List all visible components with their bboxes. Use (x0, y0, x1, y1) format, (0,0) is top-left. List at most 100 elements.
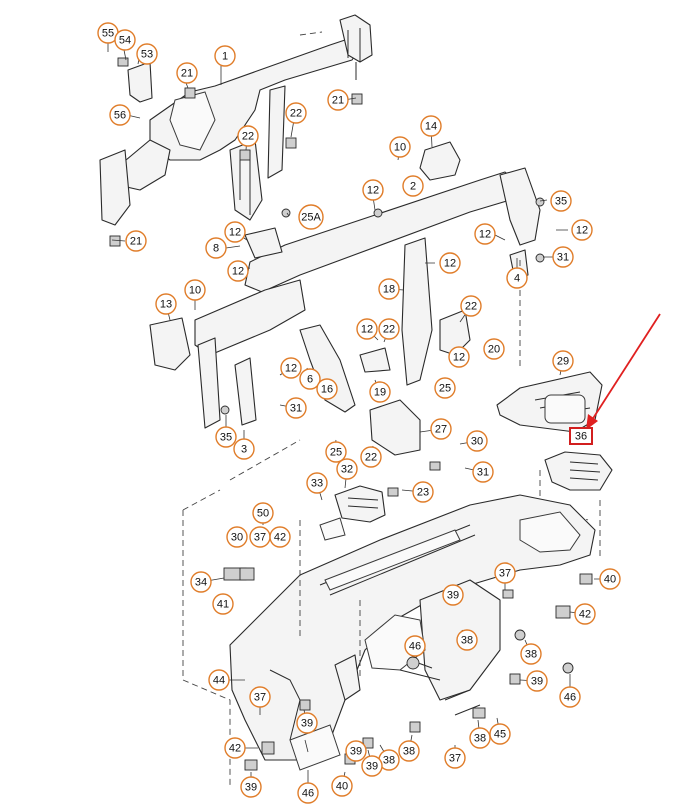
callout-37[interactable]: 37 (444, 747, 466, 769)
callout-30[interactable]: 30 (466, 430, 488, 452)
callout-37[interactable]: 37 (249, 526, 271, 548)
callout-25[interactable]: 25 (325, 441, 347, 463)
callout-1[interactable]: 1 (214, 45, 236, 67)
callout-16[interactable]: 16 (316, 378, 338, 400)
callout-56[interactable]: 56 (109, 104, 131, 126)
callout-38[interactable]: 38 (469, 727, 491, 749)
callout-39[interactable]: 39 (526, 670, 548, 692)
callout-circle (269, 526, 291, 548)
highlighted-callout-36[interactable]: 36 (569, 313, 661, 445)
callout-31[interactable]: 31 (472, 461, 494, 483)
callout-label: 34 (195, 577, 207, 589)
callout-25A[interactable]: 25A (298, 204, 324, 230)
callout-55[interactable]: 55 (97, 22, 119, 44)
callout-10[interactable]: 10 (389, 136, 411, 158)
callout-3[interactable]: 3 (233, 438, 255, 460)
callout-39[interactable]: 39 (296, 712, 318, 734)
callout-37[interactable]: 37 (249, 686, 271, 708)
callout-label: 38 (474, 733, 486, 745)
callout-27[interactable]: 27 (430, 418, 452, 440)
callout-40[interactable]: 40 (599, 568, 621, 590)
callout-35[interactable]: 35 (215, 426, 237, 448)
callout-12[interactable]: 12 (227, 260, 249, 282)
callout-21[interactable]: 21 (327, 89, 349, 111)
callout-38[interactable]: 38 (456, 629, 478, 651)
callout-12[interactable]: 12 (224, 221, 246, 243)
callout-label: 38 (383, 755, 395, 767)
callout-4[interactable]: 4 (506, 267, 528, 289)
callout-circle (325, 441, 347, 463)
callout-53[interactable]: 53 (136, 43, 158, 65)
callout-12[interactable]: 12 (280, 357, 302, 379)
callout-35[interactable]: 35 (550, 190, 572, 212)
callout-42[interactable]: 42 (269, 526, 291, 548)
callout-39[interactable]: 39 (345, 740, 367, 762)
callout-42[interactable]: 42 (574, 603, 596, 625)
callout-39[interactable]: 39 (442, 584, 464, 606)
callout-label: 14 (425, 121, 437, 133)
callout-circle (526, 670, 548, 692)
callout-22[interactable]: 22 (378, 318, 400, 340)
callout-circle (224, 221, 246, 243)
callout-21[interactable]: 21 (176, 62, 198, 84)
callout-46[interactable]: 46 (559, 686, 581, 708)
callout-54[interactable]: 54 (114, 29, 136, 51)
callout-22[interactable]: 22 (360, 446, 382, 468)
callout-circle (227, 260, 249, 282)
callout-39[interactable]: 39 (361, 755, 383, 777)
callout-19[interactable]: 19 (369, 381, 391, 403)
callout-32[interactable]: 32 (336, 458, 358, 480)
callout-46[interactable]: 46 (404, 635, 426, 657)
callout-22[interactable]: 22 (237, 125, 259, 147)
callout-23[interactable]: 23 (412, 481, 434, 503)
callout-12[interactable]: 12 (362, 179, 384, 201)
callout-22[interactable]: 22 (285, 102, 307, 124)
callout-8[interactable]: 8 (205, 237, 227, 259)
callout-label: 21 (130, 236, 142, 248)
callout-42[interactable]: 42 (224, 737, 246, 759)
callout-34[interactable]: 34 (190, 571, 212, 593)
callout-12[interactable]: 12 (356, 318, 378, 340)
callout-45[interactable]: 45 (489, 723, 511, 745)
callout-30[interactable]: 30 (226, 526, 248, 548)
callout-31[interactable]: 31 (285, 397, 307, 419)
air-vent-36 (539, 451, 613, 521)
callout-circle (205, 237, 227, 259)
callout-label: 39 (447, 590, 459, 602)
callout-12[interactable]: 12 (439, 252, 461, 274)
callout-14[interactable]: 14 (420, 115, 442, 137)
callout-29[interactable]: 29 (552, 350, 574, 372)
callout-44[interactable]: 44 (208, 669, 230, 691)
callout-41[interactable]: 41 (212, 593, 234, 615)
callout-50[interactable]: 50 (252, 502, 274, 524)
highlighted-callout-label: 36 (575, 431, 587, 443)
callout-12[interactable]: 12 (448, 346, 470, 368)
callout-31[interactable]: 31 (552, 246, 574, 268)
callout-37[interactable]: 37 (494, 562, 516, 584)
callout-46[interactable]: 46 (297, 782, 319, 804)
callout-circle (214, 45, 236, 67)
callout-20[interactable]: 20 (483, 338, 505, 360)
callout-25[interactable]: 25 (434, 377, 456, 399)
callout-circle (155, 293, 177, 315)
callout-6[interactable]: 6 (299, 368, 321, 390)
callout-label: 21 (181, 68, 193, 80)
callout-39[interactable]: 39 (240, 776, 262, 798)
callout-10[interactable]: 10 (184, 279, 206, 301)
callout-label: 6 (307, 374, 313, 386)
callout-22[interactable]: 22 (460, 295, 482, 317)
callout-38[interactable]: 38 (520, 643, 542, 665)
callout-circle (280, 357, 302, 379)
callout-18[interactable]: 18 (378, 278, 400, 300)
callout-33[interactable]: 33 (306, 472, 328, 494)
callout-12[interactable]: 12 (474, 223, 496, 245)
callout-12[interactable]: 12 (571, 219, 593, 241)
callout-38[interactable]: 38 (398, 740, 420, 762)
callout-2[interactable]: 2 (402, 175, 424, 197)
callout-label: 35 (555, 196, 567, 208)
callout-40[interactable]: 40 (331, 775, 353, 797)
callout-circle (444, 747, 466, 769)
callout-13[interactable]: 13 (155, 293, 177, 315)
callout-label: 39 (531, 676, 543, 688)
callout-21[interactable]: 21 (125, 230, 147, 252)
